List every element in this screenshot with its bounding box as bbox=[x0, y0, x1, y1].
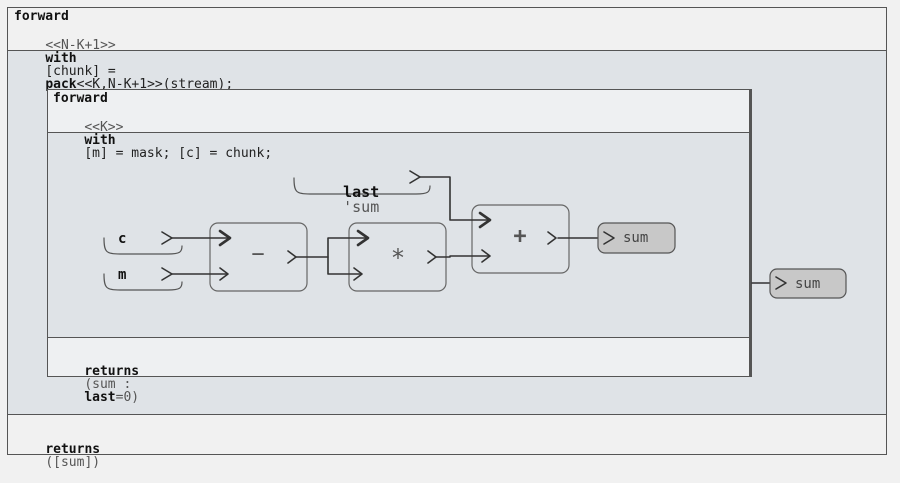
input-c-label: c bbox=[118, 231, 127, 247]
outer-sig-with: with bbox=[45, 51, 77, 66]
diagram-graphics bbox=[103, 170, 847, 299]
times-in1-chevron bbox=[356, 229, 370, 247]
input-c-bracket bbox=[103, 237, 183, 255]
inner-output-port-box bbox=[597, 222, 676, 254]
outer-output-port-label: sum bbox=[795, 276, 821, 292]
minus-out-chevron bbox=[287, 250, 297, 264]
inner-signature: <<K>> with [m] = mask; [c] = chunk; bbox=[53, 108, 272, 173]
outer-forward-keyword: forward bbox=[14, 9, 69, 24]
input-m-chevron bbox=[161, 267, 173, 281]
inner-output-port-label: sum bbox=[623, 230, 649, 246]
input-last-bracket bbox=[293, 177, 431, 195]
outer-sig-rest: <<K,N-K+1>>(stream); bbox=[76, 77, 234, 92]
times-out-chevron bbox=[427, 250, 437, 264]
inner-sig-rest: [m] = mask; [c] = chunk; bbox=[84, 146, 273, 161]
input-last-label: last 'sum bbox=[307, 170, 379, 230]
wire-last-to-plus bbox=[419, 176, 489, 221]
plus-op-box bbox=[471, 204, 570, 274]
outer-returns-keyword: returns bbox=[45, 442, 101, 457]
inner-returns-close: =0) bbox=[115, 390, 140, 405]
inner-output-chevron bbox=[603, 231, 615, 245]
wire-times-to-plus bbox=[435, 255, 489, 258]
inner-sig-with: with bbox=[84, 133, 116, 148]
plus-in2-chevron bbox=[481, 249, 491, 263]
inner-returns-last: last bbox=[84, 390, 116, 405]
minus-in1-chevron bbox=[218, 229, 232, 247]
times-in2-chevron bbox=[353, 267, 363, 281]
input-last-chevron bbox=[409, 170, 421, 184]
times-op-symbol: * bbox=[390, 244, 406, 272]
outer-sig-params: <<N-K+1>> bbox=[45, 38, 116, 53]
plus-in1-chevron bbox=[478, 211, 492, 229]
minus-op-symbol: − bbox=[251, 242, 265, 267]
wire-minus-to-times-top bbox=[295, 237, 367, 258]
outer-output-port-box bbox=[769, 268, 847, 299]
wire-minus-to-times-bottom bbox=[327, 256, 361, 275]
input-m-label: m bbox=[118, 267, 127, 283]
inner-forward-keyword: forward bbox=[53, 91, 108, 106]
outer-output-chevron bbox=[775, 276, 787, 290]
minus-in2-chevron bbox=[219, 267, 229, 281]
inner-sig-params: <<K>> bbox=[84, 120, 124, 135]
plus-op-symbol: + bbox=[513, 224, 527, 249]
dataflow-diagram: forward <<N-K+1>> with [chunk] = pack<<K… bbox=[7, 7, 887, 469]
outer-sig-pack: pack bbox=[45, 77, 77, 92]
outer-signature: <<N-K+1>> with [chunk] = pack<<K,N-K+1>>… bbox=[14, 26, 233, 104]
plus-out-chevron bbox=[547, 231, 557, 245]
inner-returns: returns (sum : last=0) bbox=[53, 352, 139, 417]
inner-returns-keyword: returns bbox=[84, 364, 140, 379]
inner-returns-open: (sum : bbox=[84, 377, 132, 392]
input-last-keyword: last bbox=[343, 183, 380, 201]
input-last-name: 'sum bbox=[343, 198, 380, 216]
input-c-chevron bbox=[161, 231, 173, 245]
outer-sig-chunk: [chunk] = bbox=[45, 64, 116, 79]
input-m-bracket bbox=[103, 273, 183, 291]
